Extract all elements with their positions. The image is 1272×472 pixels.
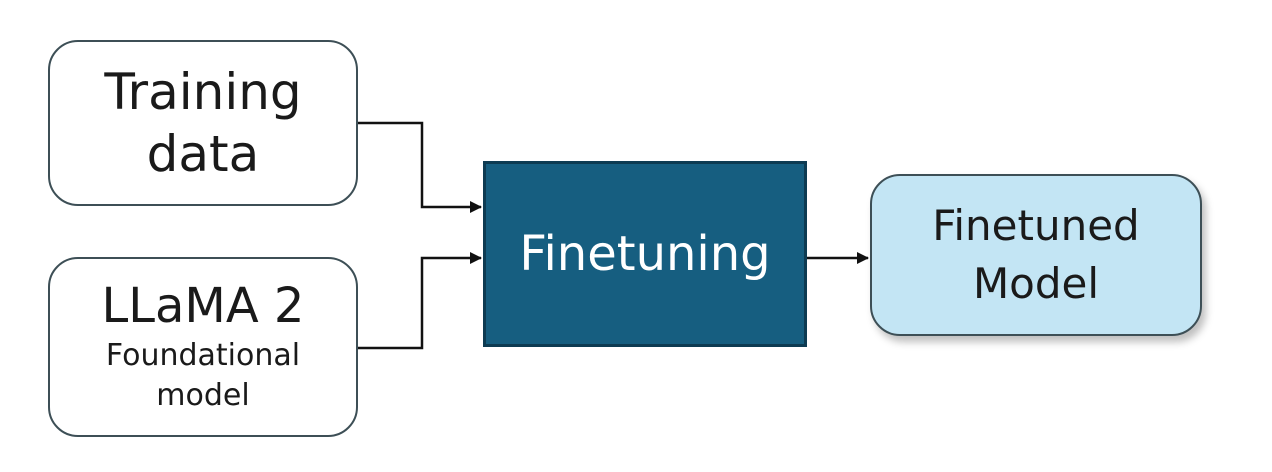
llama-2-node: LLaMA 2 Foundational model — [48, 257, 358, 437]
training-data-label: Training data — [104, 63, 302, 183]
finetuning-label: Finetuning — [519, 226, 771, 282]
llama-2-label: LLaMA 2 — [101, 278, 305, 334]
connector-training-to-finetuning — [358, 121, 482, 213]
connector-llama-to-finetuning — [358, 252, 482, 350]
finetuning-node: Finetuning — [483, 161, 807, 347]
training-data-node: Training data — [48, 40, 358, 206]
foundational-model-label: Foundational model — [105, 338, 301, 413]
finetuned-model-node: Finetuned Model — [870, 174, 1202, 336]
finetuned-model-label: Finetuned Model — [932, 201, 1140, 308]
